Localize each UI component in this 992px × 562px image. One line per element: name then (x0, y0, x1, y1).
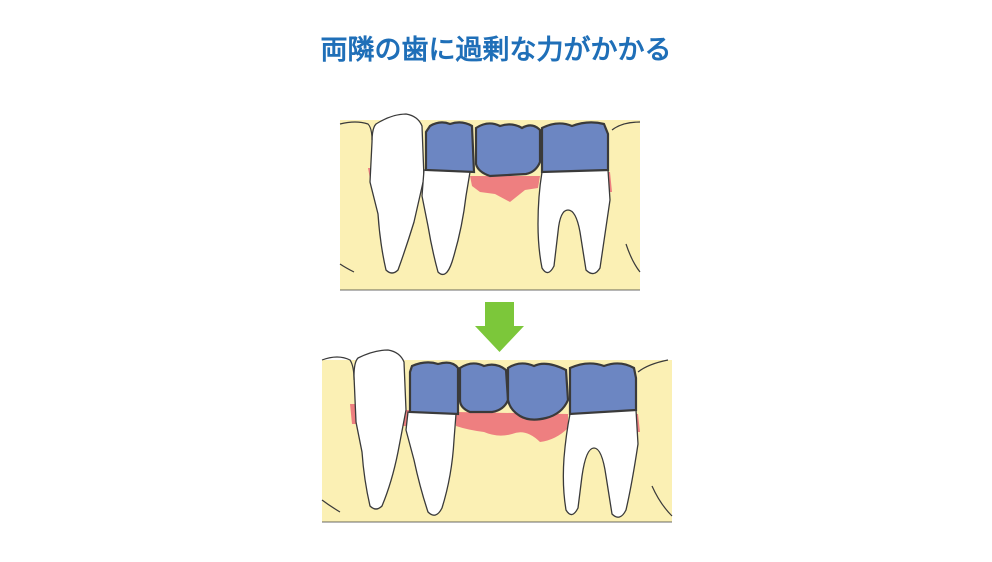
bridge-crown-left (408, 361, 460, 416)
neighbor-tooth-right (637, 359, 673, 517)
abutment-tooth-right (537, 169, 611, 275)
bridge-crown-right (568, 362, 638, 416)
canine-tooth (369, 113, 425, 274)
abutment-tooth-right (562, 409, 639, 518)
gum-under-pontic (470, 176, 540, 202)
bridge-pontic-1 (458, 362, 510, 414)
neighbor-tooth-right (611, 121, 641, 273)
neighbor-tooth-left (339, 121, 373, 273)
panel-after (321, 349, 673, 523)
bridge-pontic (474, 122, 542, 178)
bridge-crown-right (540, 121, 610, 174)
abutment-tooth-left (405, 411, 457, 516)
abutment-tooth-left (421, 169, 471, 276)
bridge-pontic-2 (506, 362, 570, 421)
neighbor-tooth-left (321, 356, 355, 513)
slide-title: 両隣の歯に過剰な力がかかる (320, 35, 672, 66)
canine-tooth (353, 349, 407, 510)
down-arrow-icon (475, 302, 524, 352)
bridge-crown-left (424, 121, 476, 174)
panel-before (339, 113, 641, 291)
